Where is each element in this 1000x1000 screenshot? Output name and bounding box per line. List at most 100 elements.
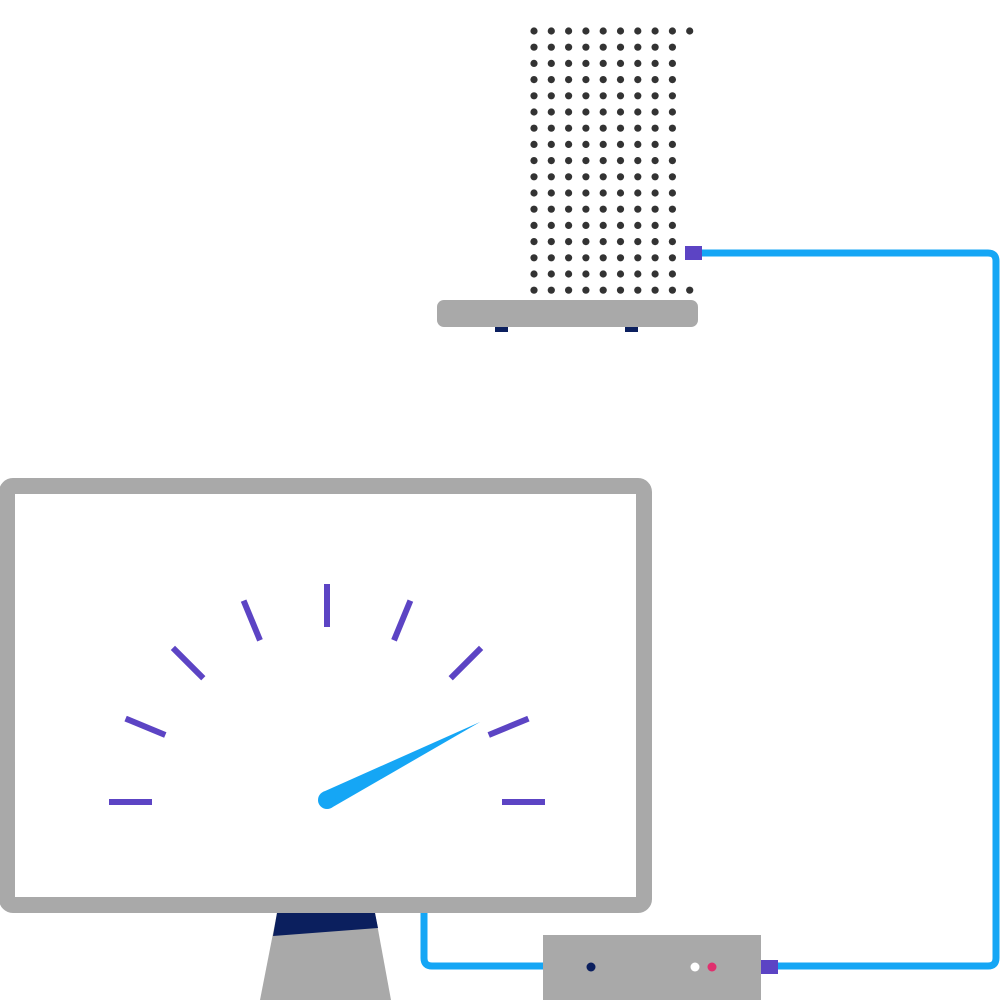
grille-dot: [651, 124, 659, 132]
grille-dot: [530, 221, 538, 229]
grille-dot: [634, 205, 642, 213]
grille-dot: [547, 157, 555, 165]
grille-dot: [599, 43, 607, 51]
grille-dot: [565, 286, 573, 294]
grille-dot: [547, 221, 555, 229]
grille-dot: [651, 286, 659, 294]
grille-dot: [668, 205, 677, 213]
network-cable: [702, 249, 1000, 970]
grille-dot: [616, 92, 625, 100]
grille-dot: [668, 92, 677, 100]
grille-dot: [668, 157, 677, 165]
needle-hub: [318, 791, 336, 809]
grille-dot: [547, 173, 555, 181]
monitor-cable: [420, 900, 545, 970]
gauge-tick: [487, 715, 530, 738]
grille-dot: [634, 140, 642, 148]
grille-dot: [651, 173, 659, 181]
grille-dot: [651, 238, 659, 246]
grille-dot: [599, 254, 607, 262]
grille-dot: [651, 108, 659, 116]
grille-dot: [530, 157, 538, 165]
server-grille: [530, 27, 694, 294]
grille-dot: [565, 92, 573, 100]
grille-dot: [634, 27, 642, 35]
grille-dot: [668, 76, 677, 84]
gauge-tick: [391, 599, 414, 642]
grille-dot: [530, 124, 538, 132]
grille-dot: [686, 27, 694, 35]
grille-dot: [565, 270, 573, 278]
router-led-power: [586, 962, 596, 972]
monitor-stand-shadow: [273, 913, 378, 936]
grille-dot: [651, 189, 659, 197]
grille-dot: [616, 286, 625, 294]
grille-dot: [582, 76, 590, 84]
grille-dot: [582, 270, 590, 278]
grille-dot: [530, 238, 538, 246]
grille-dot: [530, 189, 538, 197]
server-foot-right: [625, 327, 638, 332]
grille-dot: [616, 221, 625, 229]
grille-dot: [651, 92, 659, 100]
grille-dot: [582, 286, 590, 294]
grille-dot: [547, 124, 555, 132]
server-port: [685, 246, 702, 260]
grille-dot: [616, 43, 625, 51]
grille-dot: [547, 92, 555, 100]
grille-dot: [547, 27, 555, 35]
grille-dot: [565, 157, 573, 165]
grille-dot: [634, 124, 642, 132]
grille-dot: [599, 92, 607, 100]
grille-dot: [565, 140, 573, 148]
grille-dot: [616, 108, 625, 116]
grille-dot: [599, 124, 607, 132]
needle-blade: [322, 721, 481, 808]
grille-dot: [616, 270, 625, 278]
grille-dot: [651, 76, 659, 84]
grille-dot: [599, 59, 607, 67]
grille-dot: [668, 173, 677, 181]
speedometer-icon: [109, 584, 545, 809]
grille-dot: [582, 254, 590, 262]
grille-dot: [530, 205, 538, 213]
grille-dot: [582, 27, 590, 35]
grille-dot: [668, 108, 677, 116]
grille-dot: [668, 124, 677, 132]
grille-dot: [565, 27, 573, 35]
grille-dot: [530, 27, 538, 35]
grille-dot: [565, 238, 573, 246]
server-foot-left: [495, 327, 508, 332]
grille-dot: [634, 43, 642, 51]
grille-dot: [547, 254, 555, 262]
grille-dot: [582, 189, 590, 197]
grille-dot: [651, 140, 659, 148]
grille-dot: [530, 270, 538, 278]
grille-dot: [616, 189, 625, 197]
grille-dot: [582, 173, 590, 181]
grille-dot: [668, 140, 677, 148]
grille-dot: [565, 76, 573, 84]
grille-dot: [582, 140, 590, 148]
grille-dot: [582, 221, 590, 229]
grille-dot: [547, 140, 555, 148]
grille-dot: [668, 270, 677, 278]
grille-dot: [634, 238, 642, 246]
grille-dot: [530, 76, 538, 84]
grille-dot: [599, 140, 607, 148]
grille-dot: [582, 238, 590, 246]
grille-dot: [616, 27, 625, 35]
grille-dot: [547, 189, 555, 197]
grille-dot: [599, 221, 607, 229]
grille-dot: [547, 238, 555, 246]
grille-dot: [530, 92, 538, 100]
grille-dot: [668, 221, 677, 229]
grille-dot: [651, 59, 659, 67]
grille-dot: [651, 43, 659, 51]
grille-dot: [582, 43, 590, 51]
gauge-tick: [240, 599, 263, 642]
grille-dot: [599, 108, 607, 116]
grille-dot: [616, 173, 625, 181]
monitor-stand: [260, 913, 391, 1000]
router-led-alert: [707, 962, 717, 972]
